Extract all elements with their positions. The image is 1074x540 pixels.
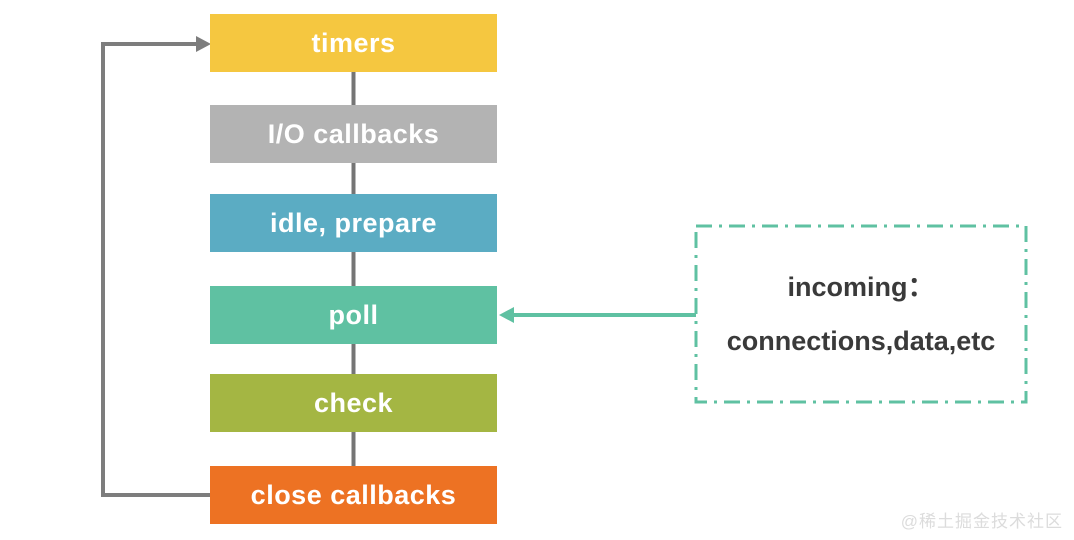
phase-label: idle, prepare bbox=[269, 207, 438, 238]
phase-label: close callbacks bbox=[250, 479, 457, 510]
phase-label: I/O callbacks bbox=[267, 118, 440, 149]
phase-box-io-callbacks: I/O callbacks bbox=[210, 105, 497, 163]
incoming-line2: connections,data,etc bbox=[726, 326, 996, 356]
loop-arrowhead-icon bbox=[196, 36, 211, 52]
incoming-line1: incoming： bbox=[787, 272, 935, 302]
phase-box-close-callbacks: close callbacks bbox=[210, 466, 497, 524]
incoming-box: incoming： connections,data,etc bbox=[696, 226, 1026, 402]
phase-box-idle-prepare: idle, prepare bbox=[210, 194, 497, 252]
incoming-arrowhead-icon bbox=[499, 307, 514, 323]
phase-label: check bbox=[313, 387, 394, 418]
phase-box-poll: poll bbox=[210, 286, 497, 344]
phase-label: poll bbox=[328, 299, 379, 330]
watermark: @稀土掘金技术社区 bbox=[900, 512, 1063, 531]
loop-arrow-line bbox=[101, 42, 210, 497]
phase-box-check: check bbox=[210, 374, 497, 432]
phase-box-timers: timers bbox=[210, 14, 497, 72]
phase-label: timers bbox=[311, 27, 396, 58]
